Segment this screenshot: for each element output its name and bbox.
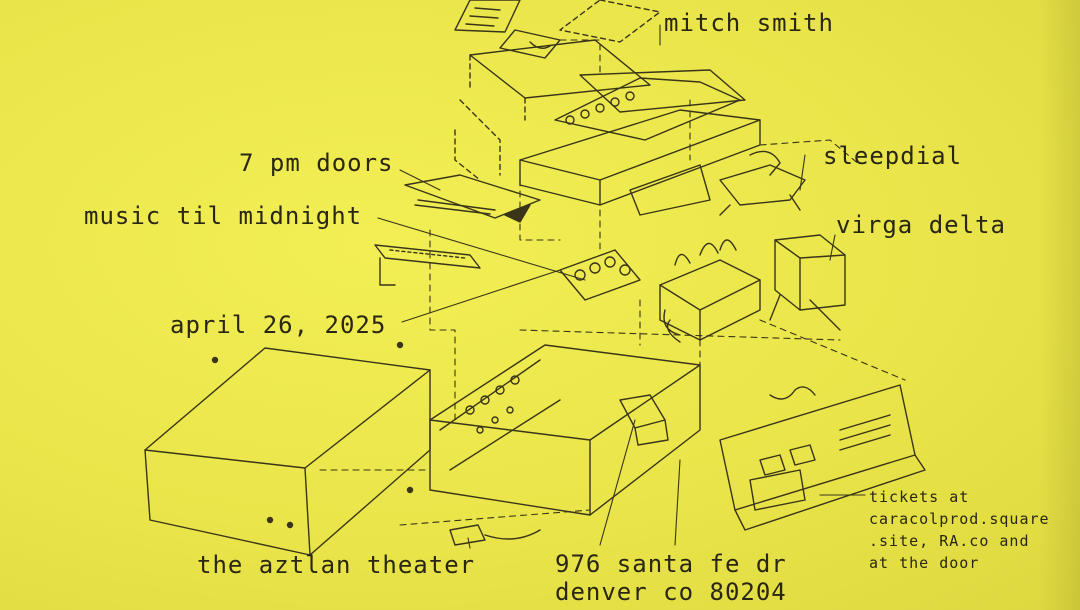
top-cover-box	[144, 341, 431, 556]
ticket-line-4: at the door	[869, 554, 980, 572]
address-line-1: 976 santa fe dr	[555, 550, 787, 578]
ticket-line-3: .site, RA.co and	[869, 532, 1030, 550]
assembly-guides	[319, 39, 906, 526]
upper-panel	[469, 39, 746, 141]
event-date: april 26, 2025	[170, 311, 387, 339]
ticket-info: tickets at caracolprod.square .site, RA.…	[869, 486, 1050, 574]
main-chassis	[429, 344, 701, 516]
bracket	[719, 150, 806, 216]
venue-name: the aztlan theater	[197, 551, 476, 579]
top-circuit-board	[454, 0, 661, 59]
venue-address: 976 santa fe dr denver co 80204	[555, 550, 787, 606]
performer-virga-delta: virga delta	[836, 211, 1006, 239]
performer-sleepdial: sleepdial	[823, 142, 963, 170]
address-line-2: denver co 80204	[555, 578, 787, 606]
doors-time: 7 pm doors	[239, 149, 394, 177]
switch-board	[559, 249, 641, 301]
knob-cable	[449, 524, 541, 546]
leader-lines	[377, 24, 866, 549]
paper-edge-shadow	[1040, 0, 1080, 610]
transformer-block	[659, 239, 761, 343]
ticket-line-1: tickets at	[869, 488, 970, 506]
front-panel	[719, 384, 926, 531]
performer-mitch-smith: mitch smith	[664, 9, 834, 37]
display-board	[404, 174, 541, 223]
front-strip	[374, 244, 481, 286]
ticket-line-2: caracolprod.square	[869, 510, 1050, 528]
music-end-time: music til midnight	[84, 202, 363, 230]
side-module	[769, 234, 846, 331]
middle-deck	[454, 99, 761, 216]
